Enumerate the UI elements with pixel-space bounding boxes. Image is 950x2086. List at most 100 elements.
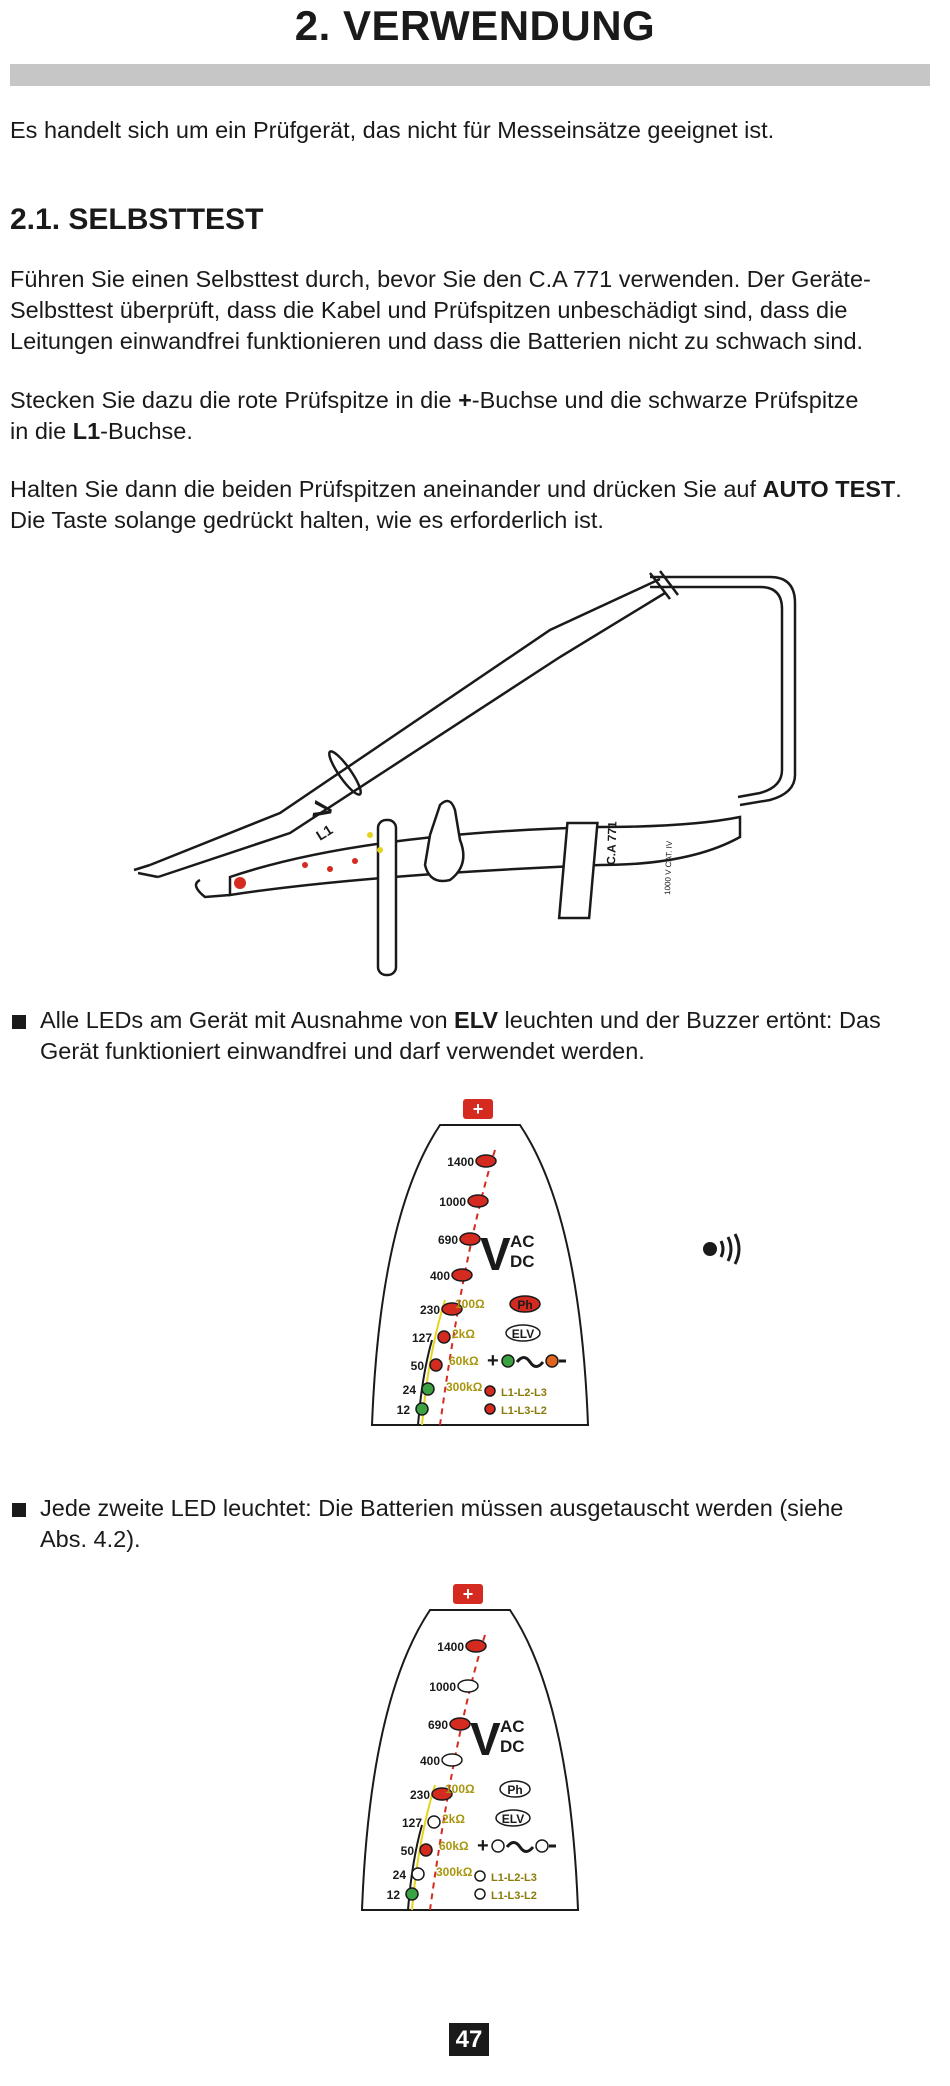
led-690 xyxy=(449,1717,471,1731)
led-1000 xyxy=(457,1679,479,1693)
ohm-label: 2kΩ xyxy=(442,1812,465,1826)
ohm-label: 2kΩ xyxy=(452,1327,475,1341)
rotation-label: L1-L2-L3 xyxy=(491,1872,537,1884)
svg-text:1000 V CAT. IV: 1000 V CAT. IV xyxy=(663,840,674,895)
voltage-label: 12 xyxy=(397,1403,411,1417)
plus-socket-icon xyxy=(463,1099,493,1119)
plus-sign: + xyxy=(487,1350,499,1372)
ac-label: AC xyxy=(500,1717,525,1736)
buzzer-icon xyxy=(703,1233,741,1265)
bullet-marker xyxy=(12,1015,26,1029)
voltage-label: 12 xyxy=(387,1888,401,1902)
phase-led xyxy=(509,1295,541,1313)
polarity-plus-led xyxy=(501,1354,515,1368)
elv-led xyxy=(505,1324,541,1342)
led-230 xyxy=(431,1787,453,1801)
voltage-label: 230 xyxy=(410,1788,430,1802)
ohm-label: 100Ω xyxy=(445,1782,475,1796)
dc-label: DC xyxy=(510,1252,535,1271)
voltage-label: 690 xyxy=(438,1233,458,1247)
black-line xyxy=(417,1339,433,1426)
svg-text:V: V xyxy=(306,798,339,821)
voltage-label: 24 xyxy=(393,1868,407,1882)
phase-label: Ph xyxy=(517,1298,532,1312)
rotation-label: L1-L2-L3 xyxy=(501,1387,547,1399)
led-400 xyxy=(441,1753,463,1767)
ohm-label: 300kΩ xyxy=(446,1380,483,1394)
voltage-label: 690 xyxy=(428,1718,448,1732)
voltage-label: 400 xyxy=(420,1754,440,1768)
panel-outline xyxy=(360,1609,580,1911)
red-dashed-line xyxy=(439,1149,496,1426)
plus-label: + xyxy=(473,1099,484,1119)
panel-outline xyxy=(370,1124,590,1426)
red-dashed-line xyxy=(429,1634,486,1911)
led-1400 xyxy=(475,1154,497,1168)
polarity-plus-led xyxy=(491,1839,505,1853)
plus-socket-icon xyxy=(453,1584,483,1604)
elv-led xyxy=(495,1809,531,1827)
rotation-label: L1-L3-L2 xyxy=(491,1890,537,1902)
voltage-label: 1000 xyxy=(429,1680,456,1694)
led-12 xyxy=(415,1402,429,1416)
polarity-minus-led xyxy=(535,1839,549,1853)
led-12 xyxy=(405,1887,419,1901)
voltage-label: 1000 xyxy=(439,1195,466,1209)
ac-wave-icon xyxy=(505,1841,535,1853)
elv-label: ELV xyxy=(502,1812,524,1826)
svg-text:L1: L1 xyxy=(313,821,336,843)
selftest-paragraph-1: Führen Sie einen Selbsttest durch, bevor… xyxy=(10,266,871,354)
voltage-label: 400 xyxy=(430,1269,450,1283)
rotation-label: L1-L3-L2 xyxy=(501,1405,547,1417)
ac-wave-icon xyxy=(515,1356,545,1368)
rotation-led xyxy=(484,1385,496,1397)
title-divider xyxy=(10,64,930,86)
plus-label: + xyxy=(463,1584,474,1604)
voltage-label: 127 xyxy=(412,1331,432,1345)
led-50 xyxy=(429,1358,443,1372)
phase-label: Ph xyxy=(507,1783,522,1797)
rotation-led xyxy=(474,1870,486,1882)
selftest-paragraph-3: Halten Sie dann die beiden Prüfspitzen a… xyxy=(10,476,902,533)
intro-text: Es handelt sich um ein Prüfgerät, das ni… xyxy=(10,117,775,143)
svg-text:C.A 771: C.A 771 xyxy=(604,821,620,865)
dc-label: DC xyxy=(500,1737,525,1756)
ohm-label: 300kΩ xyxy=(436,1865,473,1879)
voltage-label: 50 xyxy=(401,1844,415,1858)
section-heading: 2.1. SELBSTTEST xyxy=(10,203,264,236)
bullet-all-leds: Alle LEDs am Gerät mit Ausnahme von ELV … xyxy=(40,1007,881,1064)
voltage-label: 127 xyxy=(402,1816,422,1830)
led-127 xyxy=(427,1815,441,1829)
voltage-label: 230 xyxy=(420,1303,440,1317)
page-number: 47 xyxy=(449,2023,489,2056)
led-24 xyxy=(421,1382,435,1396)
ohm-label: 60kΩ xyxy=(439,1839,469,1853)
elv-label: ELV xyxy=(512,1327,534,1341)
ohm-label: 60kΩ xyxy=(449,1354,479,1368)
black-line xyxy=(407,1824,423,1911)
v-symbol: V xyxy=(480,1228,511,1280)
led-400 xyxy=(451,1268,473,1282)
plus-sign: + xyxy=(477,1835,489,1857)
rotation-led xyxy=(474,1888,486,1900)
page-title: 2. VERWENDUNG xyxy=(294,2,656,49)
voltage-label: 24 xyxy=(403,1383,417,1397)
voltage-label: 1400 xyxy=(447,1155,474,1169)
v-symbol: V xyxy=(470,1713,501,1765)
led-230 xyxy=(441,1302,463,1316)
polarity-minus-led xyxy=(545,1354,559,1368)
voltage-label: 1400 xyxy=(437,1640,464,1654)
phase-led xyxy=(499,1780,531,1798)
bullet-battery-low: Jede zweite LED leuchtet: Die Batterien … xyxy=(40,1495,844,1552)
led-24 xyxy=(411,1867,425,1881)
led-50 xyxy=(419,1843,433,1857)
ohm-label: 100Ω xyxy=(455,1297,485,1311)
led-1000 xyxy=(467,1194,489,1208)
tester-device-illustration: L1 V C.A 771 1000 V CAT. IV xyxy=(133,570,797,977)
led-127 xyxy=(437,1330,451,1344)
bullet-marker xyxy=(12,1503,26,1517)
selftest-paragraph-2: Stecken Sie dazu die rote Prüfspitze in … xyxy=(10,387,859,444)
rotation-led xyxy=(484,1403,496,1415)
